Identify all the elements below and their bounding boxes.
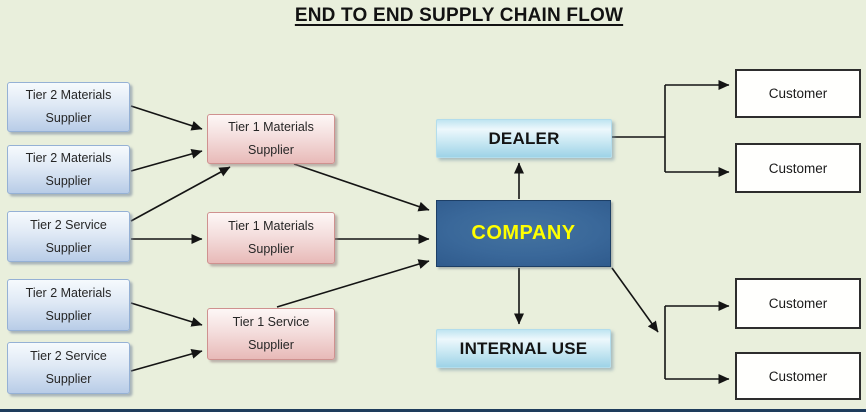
node-tier1-service-supplier: Tier 1 Service Supplier [207, 308, 335, 360]
node-dealer: DEALER [436, 119, 612, 158]
edge-tier1-3-to-company [276, 259, 430, 308]
edge-tier2-1-to-tier1-1 [130, 105, 203, 131]
slide-bottom-border [0, 409, 866, 412]
node-customer-4: Customer [735, 352, 861, 400]
node-tier1-materials-supplier-2: Tier 1 Materials Supplier [207, 212, 335, 264]
node-company: COMPANY [436, 200, 611, 267]
node-internal-use: INTERNAL USE [436, 329, 611, 368]
edge-tier1-1-to-company [293, 163, 430, 212]
node-customer-2: Customer [735, 143, 861, 193]
edge-tier2-2-to-tier1-1 [130, 149, 203, 172]
page-title: END TO END SUPPLY CHAIN FLOW [294, 5, 624, 26]
node-customer-1: Customer [735, 69, 861, 118]
node-tier1-materials-supplier-1: Tier 1 Materials Supplier [207, 114, 335, 164]
edge-tier2-5-to-tier1-3 [130, 349, 203, 372]
node-tier2-materials-supplier-1: Tier 2 Materials Supplier [7, 82, 130, 132]
node-tier2-service-supplier-1: Tier 2 Service Supplier [7, 211, 130, 262]
node-tier2-service-supplier-2: Tier 2 Service Supplier [7, 342, 130, 394]
node-tier2-materials-supplier-3: Tier 2 Materials Supplier [7, 279, 130, 331]
node-customer-3: Customer [735, 278, 861, 329]
edge-tier2-4-to-tier1-3 [130, 302, 203, 327]
node-tier2-materials-supplier-2: Tier 2 Materials Supplier [7, 145, 130, 194]
edge-company-to-branch [611, 267, 659, 333]
